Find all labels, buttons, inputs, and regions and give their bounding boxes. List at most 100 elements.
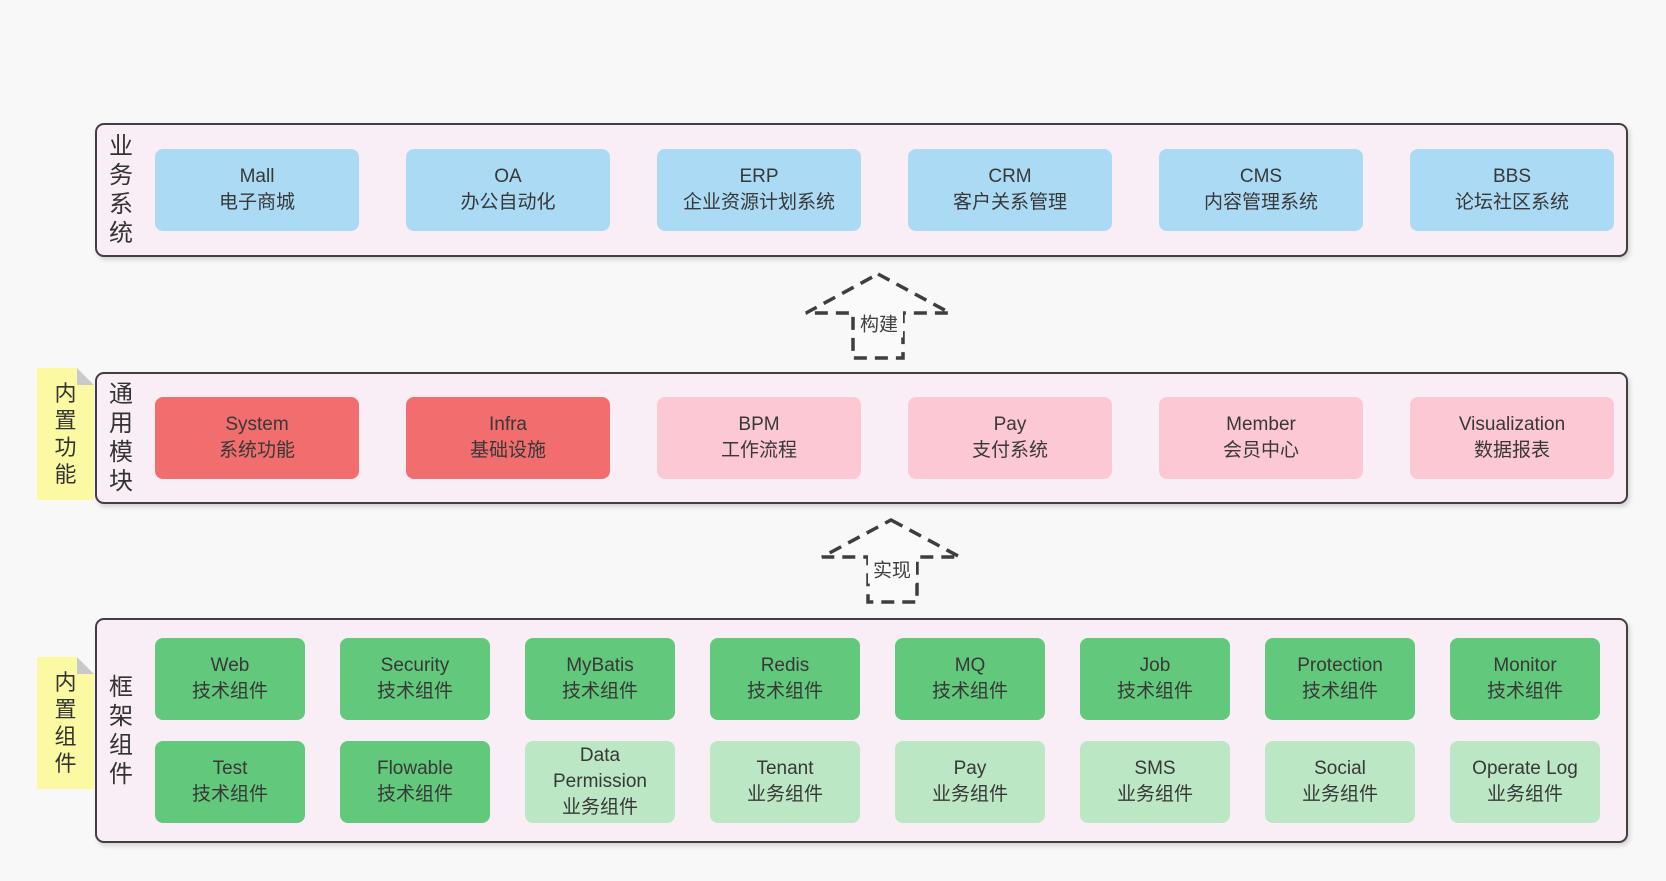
box-subtitle: 业务组件 bbox=[746, 784, 823, 805]
diagram-box-web: Web 技术组件 bbox=[155, 638, 305, 720]
box-title: MyBatis bbox=[566, 655, 634, 676]
box-title: Tenant bbox=[756, 758, 814, 779]
diagram-box-data-permission: Data Permission 业务组件 bbox=[525, 741, 675, 823]
diagram-box-pay: Pay 支付系统 bbox=[908, 397, 1112, 479]
box-subtitle: 数据报表 bbox=[1473, 440, 1550, 461]
diagram-box-oa: OA 办公自动化 bbox=[406, 149, 610, 231]
diagram-box-mall: Mall 电子商城 bbox=[155, 149, 359, 231]
box-subtitle: 业务组件 bbox=[1116, 784, 1193, 805]
box-subtitle: 技术组件 bbox=[746, 681, 823, 702]
box-title: Test bbox=[212, 758, 248, 779]
box-subtitle: 系统功能 bbox=[218, 440, 295, 461]
layer-label: 框架组件 bbox=[109, 673, 133, 788]
box-title: Mall bbox=[239, 166, 275, 187]
sticky-note-builtin-features: 内置功能 bbox=[37, 368, 94, 500]
box-title: CMS bbox=[1239, 166, 1283, 187]
box-subtitle: 技术组件 bbox=[191, 784, 268, 805]
box-title: Operate Log bbox=[1472, 758, 1578, 779]
diagram-box-mybatis: MyBatis 技术组件 bbox=[525, 638, 675, 720]
box-subtitle: 会员中心 bbox=[1222, 440, 1299, 461]
box-subtitle: 电子商城 bbox=[218, 192, 295, 213]
sticky-note-label: 内置组件 bbox=[54, 670, 77, 776]
box-title: Infra bbox=[488, 414, 528, 435]
diagram-box-infra: Infra 基础设施 bbox=[406, 397, 610, 479]
box-subtitle: 技术组件 bbox=[376, 681, 453, 702]
diagram-box-erp: ERP 企业资源计划系统 bbox=[657, 149, 861, 231]
box-row: System 系统功能 Infra 基础设施 BPM 工作流程 Pay 支付系统 Member 会… bbox=[155, 397, 1626, 479]
box-title: Pay bbox=[953, 758, 987, 779]
box-title: Web bbox=[210, 655, 250, 676]
box-title: Job bbox=[1139, 655, 1171, 676]
diagram-box-operate-log: Operate Log 业务组件 bbox=[1450, 741, 1600, 823]
box-title: OA bbox=[494, 166, 522, 187]
box-subtitle: 论坛社区系统 bbox=[1454, 192, 1569, 213]
box-subtitle: 技术组件 bbox=[376, 784, 453, 805]
diagram-box-monitor: Monitor 技术组件 bbox=[1450, 638, 1600, 720]
box-subtitle: 企业资源计划系统 bbox=[682, 192, 835, 213]
diagram-box-social: Social 业务组件 bbox=[1265, 741, 1415, 823]
common-modules-layer: 通用模块 System 系统功能 Infra 基础设施 BPM 工作流程 Pay 支付系统 Me… bbox=[95, 372, 1628, 504]
box-subtitle: 业务组件 bbox=[1486, 784, 1563, 805]
diagram-box-protection: Protection 技术组件 bbox=[1265, 638, 1415, 720]
box-title: Member bbox=[1226, 414, 1296, 435]
diagram-box-bpm: BPM 工作流程 bbox=[657, 397, 861, 479]
box-title: Data Permission bbox=[553, 745, 647, 792]
diagram-box-job: Job 技术组件 bbox=[1080, 638, 1230, 720]
diagram-box-test: Test 技术组件 bbox=[155, 741, 305, 823]
box-title: Monitor bbox=[1493, 655, 1557, 676]
diagram-box-flowable: Flowable 技术组件 bbox=[340, 741, 490, 823]
box-title: SMS bbox=[1134, 758, 1176, 779]
box-subtitle: 技术组件 bbox=[931, 681, 1008, 702]
box-subtitle: 技术组件 bbox=[1486, 681, 1563, 702]
diagram-box-sms: SMS 业务组件 bbox=[1080, 741, 1230, 823]
diagram-box-cms: CMS 内容管理系统 bbox=[1159, 149, 1363, 231]
box-title: Social bbox=[1314, 758, 1366, 779]
layer-boxes: System 系统功能 Infra 基础设施 BPM 工作流程 Pay 支付系统 Member 会… bbox=[155, 374, 1626, 502]
layer-label: 通用模块 bbox=[109, 381, 133, 495]
box-subtitle: 技术组件 bbox=[561, 681, 638, 702]
box-title: BPM bbox=[738, 414, 780, 435]
box-subtitle: 业务组件 bbox=[561, 797, 638, 818]
box-subtitle: 支付系统 bbox=[971, 440, 1048, 461]
sticky-note-builtin-components: 内置组件 bbox=[37, 657, 94, 789]
box-title: Security bbox=[380, 655, 450, 676]
diagram-box-redis: Redis 技术组件 bbox=[710, 638, 860, 720]
box-title: Flowable bbox=[376, 758, 454, 779]
box-subtitle: 技术组件 bbox=[191, 681, 268, 702]
box-subtitle: 业务组件 bbox=[1301, 784, 1378, 805]
box-title: MQ bbox=[954, 655, 986, 676]
box-title: BBS bbox=[1492, 166, 1532, 187]
box-title: ERP bbox=[739, 166, 779, 187]
box-subtitle: 技术组件 bbox=[1116, 681, 1193, 702]
box-subtitle: 工作流程 bbox=[720, 440, 797, 461]
diagram-box-tenant: Tenant 业务组件 bbox=[710, 741, 860, 823]
box-subtitle: 基础设施 bbox=[469, 440, 546, 461]
box-subtitle: 技术组件 bbox=[1301, 681, 1378, 702]
box-subtitle: 办公自动化 bbox=[460, 192, 556, 213]
layer-label: 业务系统 bbox=[109, 133, 133, 247]
box-title: Pay bbox=[993, 414, 1027, 435]
diagram-box-system: System 系统功能 bbox=[155, 397, 359, 479]
box-subtitle: 内容管理系统 bbox=[1203, 192, 1318, 213]
build-arrow-label: 构建 bbox=[854, 308, 904, 338]
diagram-box-security: Security 技术组件 bbox=[340, 638, 490, 720]
sticky-note-label: 内置功能 bbox=[54, 381, 77, 487]
diagram-box-visualization: Visualization 数据报表 bbox=[1410, 397, 1614, 479]
box-subtitle: 客户关系管理 bbox=[952, 192, 1067, 213]
box-title: System bbox=[225, 414, 289, 435]
diagram-box-mq: MQ 技术组件 bbox=[895, 638, 1045, 720]
box-title: Visualization bbox=[1458, 414, 1566, 435]
diagram-box-bbs: BBS 论坛社区系统 bbox=[1410, 149, 1614, 231]
box-title: Protection bbox=[1297, 655, 1383, 676]
box-title: Redis bbox=[760, 655, 810, 676]
diagram-box-member: Member 会员中心 bbox=[1159, 397, 1363, 479]
